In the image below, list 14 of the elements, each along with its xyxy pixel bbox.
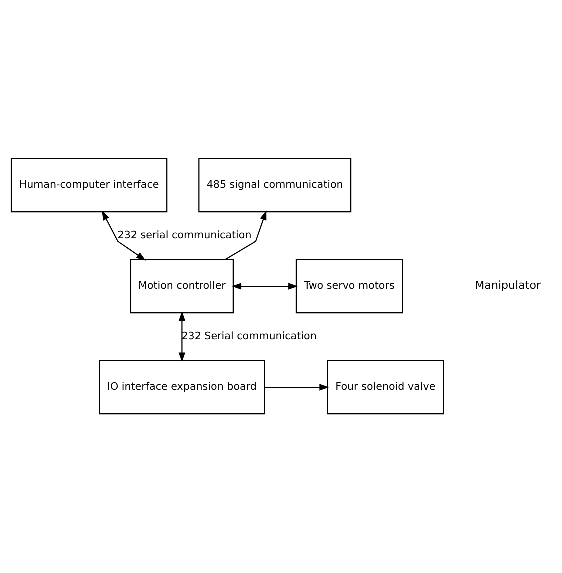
- node-box: Two servo motors: [296, 259, 404, 314]
- node-box: IO interface expansion board: [99, 360, 266, 415]
- node-box: Human-computer interface: [10, 158, 168, 213]
- node-box: 485 signal communication: [198, 158, 352, 213]
- label: Manipulator: [475, 279, 542, 292]
- node-box: Four solenoid valve: [327, 360, 444, 415]
- arrow: [178, 311, 186, 362]
- arrow: [265, 384, 330, 391]
- edge-label: 232 Serial communication: [182, 330, 317, 343]
- arrow: [225, 210, 267, 260]
- arrow: [232, 283, 298, 290]
- node-box: Motion controller: [130, 259, 234, 314]
- edge-label: 232 serial communication: [118, 230, 252, 242]
- arrow: [102, 210, 146, 261]
